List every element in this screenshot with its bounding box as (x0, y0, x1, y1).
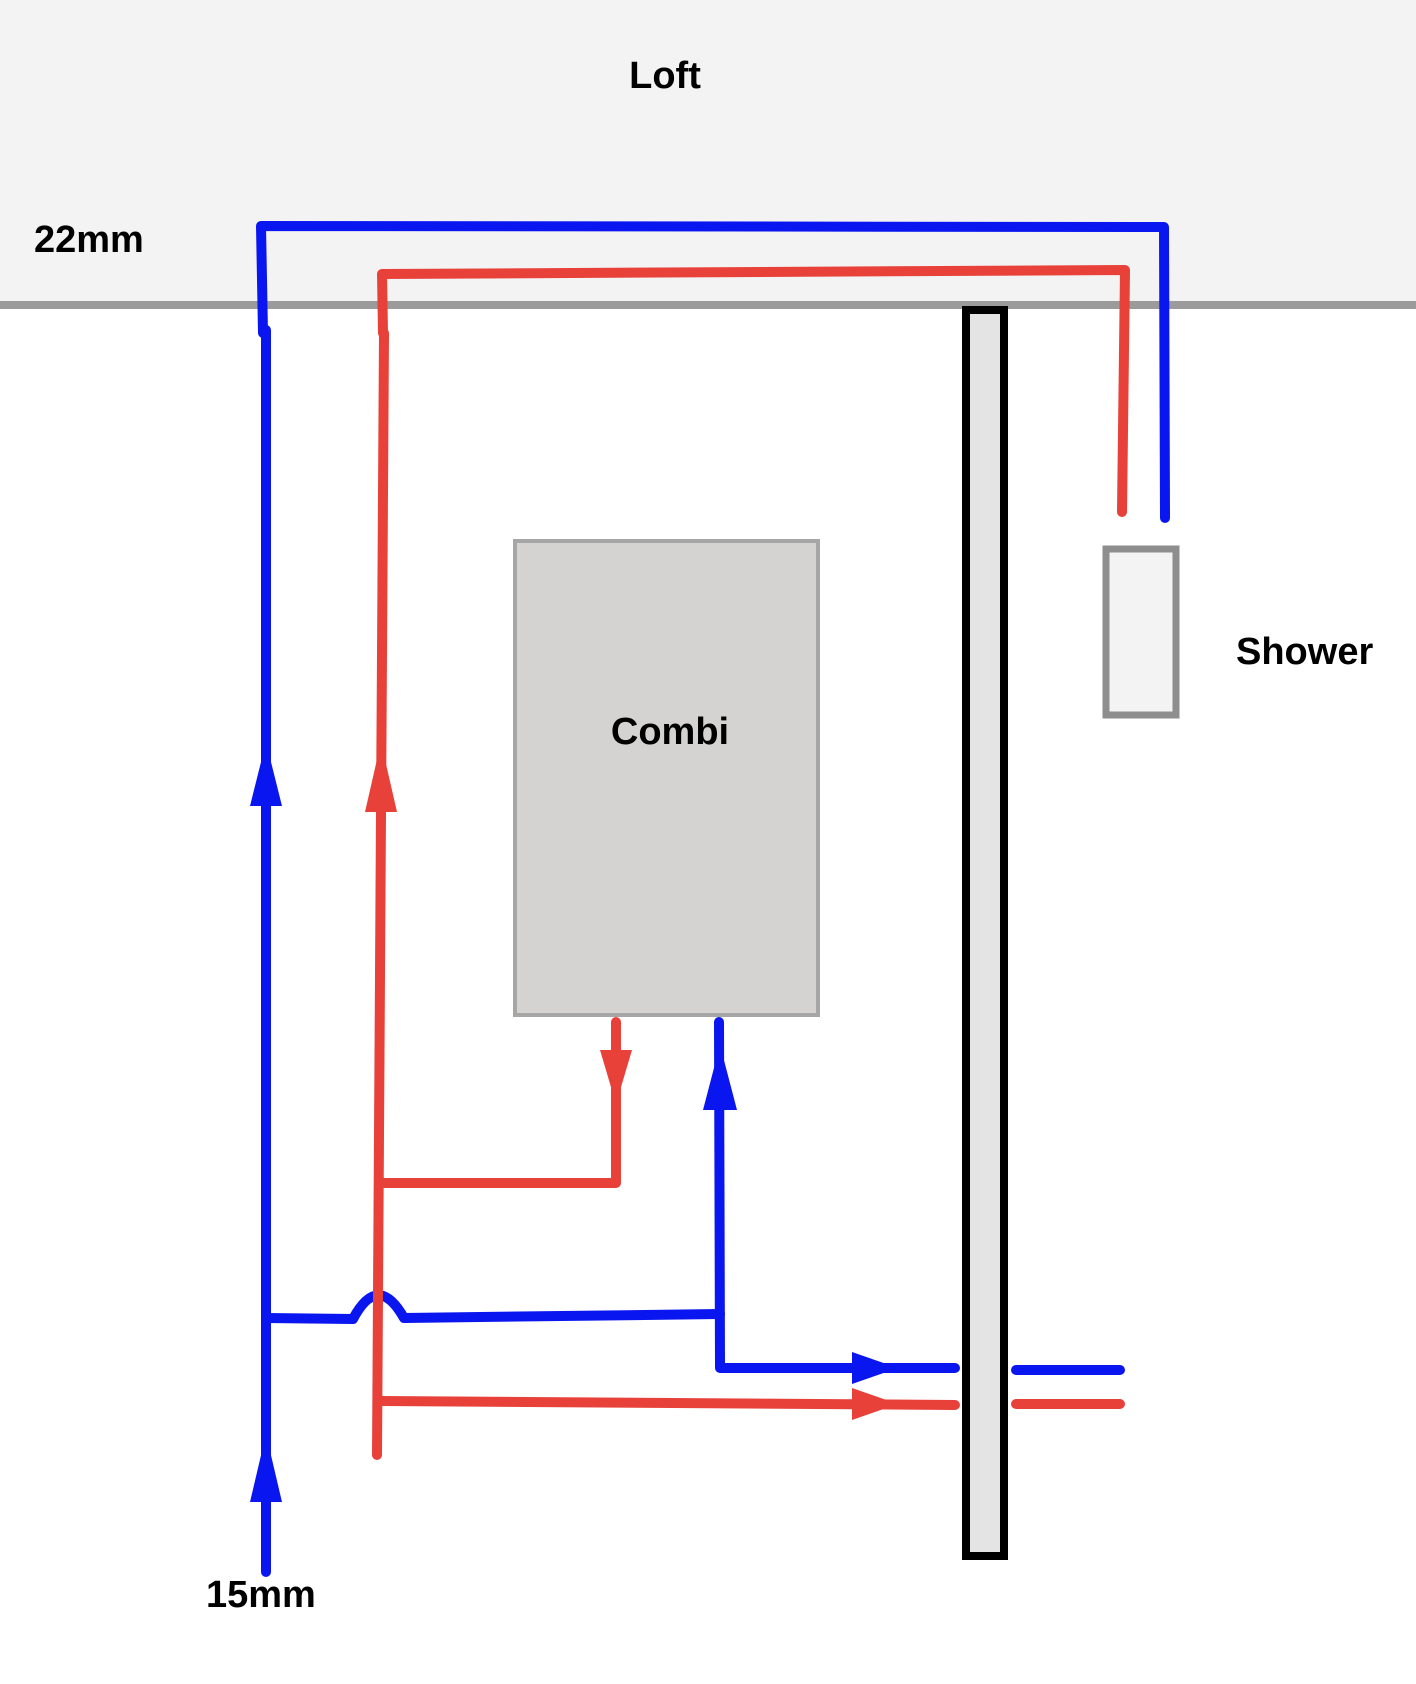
arrow-right-icon (852, 1352, 898, 1384)
pipe-size-15mm-label: 15mm (206, 1574, 316, 1616)
hot-loft-pipe (377, 265, 1130, 517)
cold-combi-feed-pipe (261, 1290, 725, 1324)
hot-riser-pipe (372, 328, 389, 1460)
loft-label: Loft (629, 55, 701, 97)
cold-combi-inlet-pipe (714, 1017, 960, 1373)
wall (962, 306, 1008, 1560)
arrow-right-icon (852, 1388, 898, 1420)
arrow-up-icon (250, 742, 282, 806)
pipe-size-22mm-label: 22mm (34, 219, 144, 261)
arrow-up-icon (365, 742, 397, 812)
arrow-up-icon (703, 1045, 737, 1110)
shower-unit (1102, 545, 1180, 719)
hot-combi-outlet-pipe (375, 1017, 621, 1188)
combi-label: Combi (611, 711, 729, 753)
arrow-down-icon (600, 1050, 632, 1104)
cold-loft-pipe (256, 221, 1170, 523)
loft-area (0, 0, 1416, 305)
shower-label: Shower (1236, 631, 1373, 673)
arrow-up-icon (250, 1434, 282, 1502)
combi-boiler (513, 539, 820, 1017)
